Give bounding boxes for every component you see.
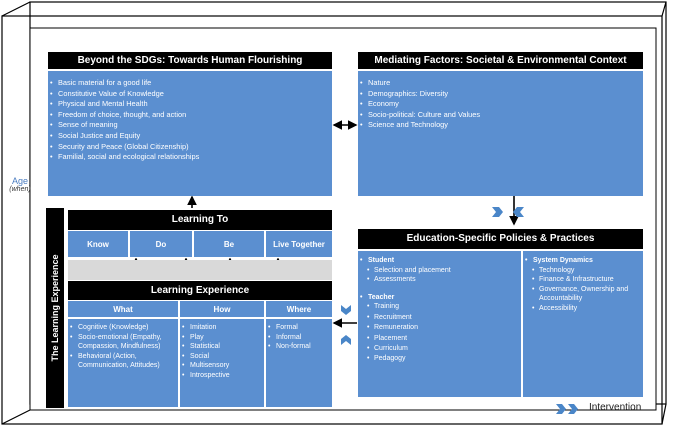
learning-experience-sidebar xyxy=(46,208,64,408)
column-where-header: Where xyxy=(266,301,332,317)
intervention-icon xyxy=(492,207,524,217)
connector-band xyxy=(68,260,332,280)
list-item: Selection and placement xyxy=(358,266,521,276)
policies-title: Education-Specific Policies & Practices xyxy=(358,229,643,249)
column-how: Imitation Play Statistical Social Multis… xyxy=(180,319,264,407)
policies-right-box: System Dynamics Technology Finance & Inf… xyxy=(523,251,643,397)
teacher-list: Teacher xyxy=(358,293,521,303)
system-label: System Dynamics xyxy=(523,256,643,266)
list-item: Technology xyxy=(523,266,643,276)
list-item: Science and Technology xyxy=(358,120,643,131)
list-item: Play xyxy=(180,333,264,343)
teacher-label: Teacher xyxy=(358,293,521,303)
list-item: Demographics: Diversity xyxy=(358,89,643,100)
policies-left-box: Student Selection and placement Assessme… xyxy=(358,251,521,397)
learning-to-be: Be xyxy=(194,231,264,257)
list-item: Formal xyxy=(266,323,332,333)
age-title: Age xyxy=(11,176,28,186)
list-item: Training xyxy=(358,302,521,313)
list-item: Pedagogy xyxy=(358,354,521,365)
list-item: Socio-emotional (Empathy, Compassion, Mi… xyxy=(68,333,178,352)
list-item: Socio-political: Culture and Values xyxy=(358,110,643,121)
list-item: Social Justice and Equity xyxy=(48,131,332,142)
learning-to-do: Do xyxy=(130,231,192,257)
where-list: Formal Informal Non-formal xyxy=(266,323,332,352)
list-item: Placement xyxy=(358,334,521,345)
learning-to-title: Learning To xyxy=(68,210,332,230)
legend-label: Intervention xyxy=(589,402,642,413)
intervention-icon-vertical xyxy=(341,305,351,345)
list-item: Social xyxy=(180,352,264,362)
list-item: Curriculum xyxy=(358,344,521,355)
student-items: Selection and placement Assessments xyxy=(358,266,521,285)
list-item: Behavioral (Action, Communication, Attit… xyxy=(68,352,178,371)
system-items: Technology Finance & Infrastructure Gove… xyxy=(523,266,643,314)
list-item: Recruitment xyxy=(358,313,521,324)
list-item: Non-formal xyxy=(266,342,332,352)
mediating-list: Nature Demographics: Diversity Economy S… xyxy=(358,78,643,131)
list-item: Statistical xyxy=(180,342,264,352)
list-item: Finance & Infrastructure xyxy=(523,275,643,285)
mediating-box: Nature Demographics: Diversity Economy S… xyxy=(358,71,643,196)
how-list: Imitation Play Statistical Social Multis… xyxy=(180,323,264,381)
legend-intervention-icon xyxy=(556,404,578,414)
system-list: System Dynamics xyxy=(523,256,643,266)
teacher-items: Training Recruitment Remuneration Placem… xyxy=(358,302,521,365)
list-item: Assessments xyxy=(358,275,521,285)
learning-to-know: Know xyxy=(68,231,128,257)
learning-to-live-together: Live Together xyxy=(266,231,332,257)
list-item: Nature xyxy=(358,78,643,89)
list-item: Cognitive (Knowledge) xyxy=(68,323,178,333)
list-item: Accessibility xyxy=(523,304,643,314)
sdgs-box: Basic material for a good life Constitut… xyxy=(48,71,332,196)
list-item: Constitutive Value of Knowledge xyxy=(48,89,332,100)
list-item: Imitation xyxy=(180,323,264,333)
column-what-header: What xyxy=(68,301,178,317)
list-item: Introspective xyxy=(180,371,264,381)
student-list: Student xyxy=(358,256,521,266)
list-item: Basic material for a good life xyxy=(48,78,332,89)
list-item: Multisensory xyxy=(180,361,264,371)
list-item: Physical and Mental Health xyxy=(48,99,332,110)
age-subtitle: (when) xyxy=(9,186,31,193)
list-item: Governance, Ownership and Accountability xyxy=(523,285,643,304)
list-item: Familial, social and ecological relation… xyxy=(48,152,332,163)
column-how-header: How xyxy=(180,301,264,317)
list-item: Security and Peace (Global Citizenship) xyxy=(48,142,332,153)
column-what: Cognitive (Knowledge) Socio-emotional (E… xyxy=(68,319,178,407)
list-item: Remuneration xyxy=(358,323,521,334)
sdgs-list: Basic material for a good life Constitut… xyxy=(48,78,332,163)
what-list: Cognitive (Knowledge) Socio-emotional (E… xyxy=(68,323,178,371)
list-item: Sense of meaning xyxy=(48,120,332,131)
student-label: Student xyxy=(358,256,521,266)
list-item: Freedom of choice, thought, and action xyxy=(48,110,332,121)
sdgs-title: Beyond the SDGs: Towards Human Flourishi… xyxy=(48,52,332,69)
sidebar-label: The Learning Experience xyxy=(50,254,60,362)
age-label: Age (when) xyxy=(6,176,34,193)
column-where: Formal Informal Non-formal xyxy=(266,319,332,407)
mediating-title: Mediating Factors: Societal & Environmen… xyxy=(358,52,643,69)
list-item: Economy xyxy=(358,99,643,110)
learning-experience-title: Learning Experience xyxy=(68,281,332,300)
list-item: Informal xyxy=(266,333,332,343)
